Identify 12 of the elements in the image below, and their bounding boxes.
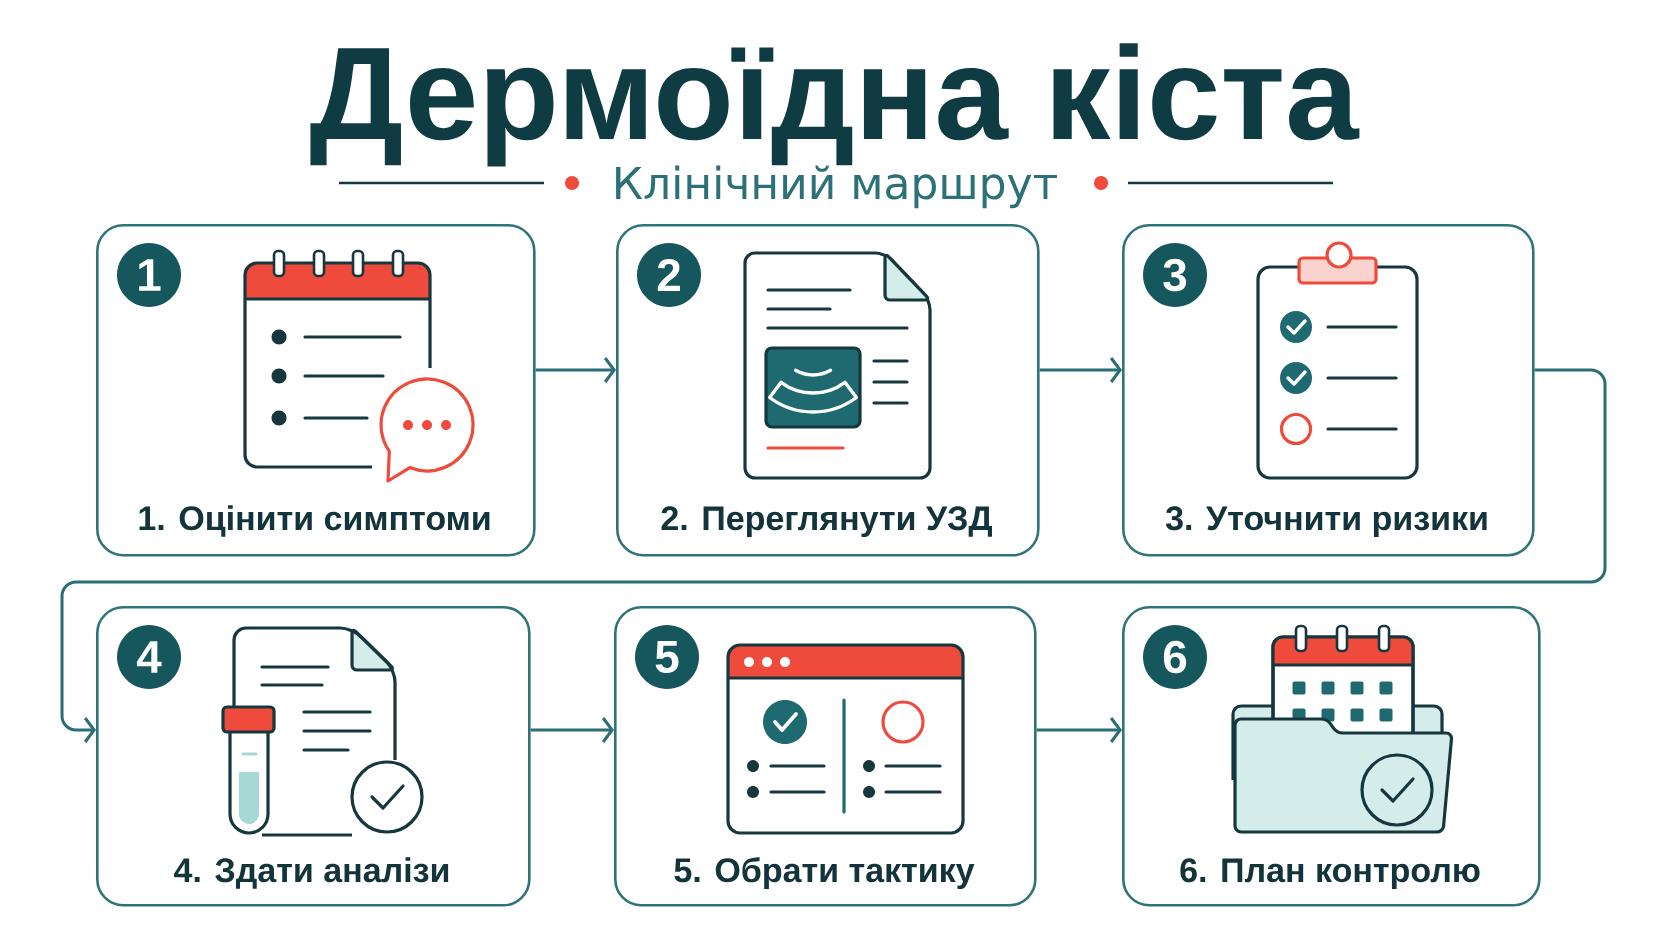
arrow: [535, 357, 616, 383]
number-badge: 6: [1143, 625, 1207, 689]
subtitle: Клінічний маршрут: [616, 165, 1057, 209]
number-badge: 2: [637, 243, 701, 307]
number-badge: 3: [1143, 243, 1207, 307]
arrow: [1039, 357, 1122, 383]
arrow: [530, 717, 614, 743]
number-badge: 5: [635, 625, 699, 689]
arrow: [1036, 717, 1122, 743]
title: Дермоїдна кіста: [310, 43, 1360, 167]
number-badge: 1: [117, 243, 181, 307]
number-badge: 4: [117, 625, 181, 689]
